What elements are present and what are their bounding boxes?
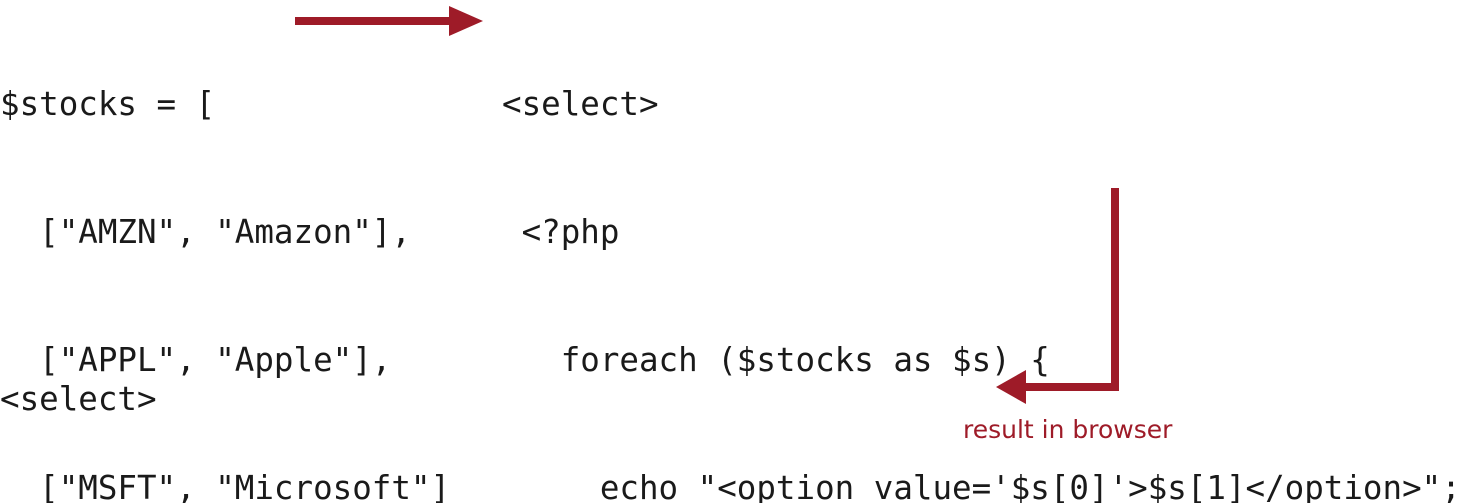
result-in-browser-label: result in browser [963,415,1173,444]
code-line: <select> [0,380,157,419]
code-line: ["MSFT", "Microsoft"] [0,468,451,503]
code-line: echo "<option value='$s[0]'>$s[1]</optio… [502,468,1461,503]
code-line: <select> [502,85,659,124]
code-line: $stocks = [ [0,85,216,124]
code-line: ["APPL", "Apple"], [0,340,392,379]
code-block-php-select-template: <select> <?php foreach ($stocks as $s) {… [502,0,1461,503]
code-line: <?php [502,212,620,251]
code-block-rendered-output: <select> <option value='AMZN'>Amazon</op… [0,293,822,503]
code-line: foreach ($stocks as $s) { [502,340,1050,379]
code-block-php-array: $stocks = [ ["AMZN", "Amazon"], ["APPL",… [0,0,450,503]
code-line: ["AMZN", "Amazon"], [0,212,411,251]
